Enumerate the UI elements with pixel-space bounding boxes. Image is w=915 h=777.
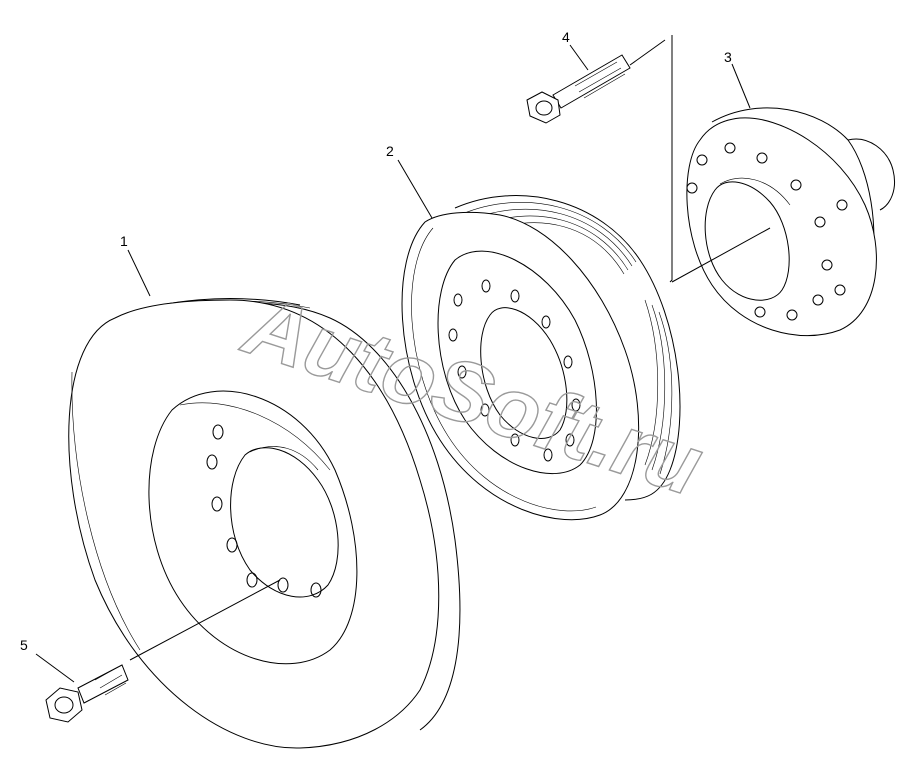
callout-4: 4 — [562, 29, 570, 45]
callout-1: 1 — [120, 233, 128, 249]
leader-lines — [35, 44, 751, 683]
callout-2: 2 — [386, 143, 394, 159]
pulley-part — [401, 195, 681, 521]
hub-adapter-part — [686, 107, 895, 337]
damper-disc-part — [68, 298, 461, 749]
bolt-lower-part — [45, 664, 129, 723]
assembly-lines — [129, 35, 771, 661]
bolt-upper-part — [526, 54, 631, 124]
callout-3: 3 — [724, 49, 732, 65]
callout-5: 5 — [20, 637, 28, 653]
